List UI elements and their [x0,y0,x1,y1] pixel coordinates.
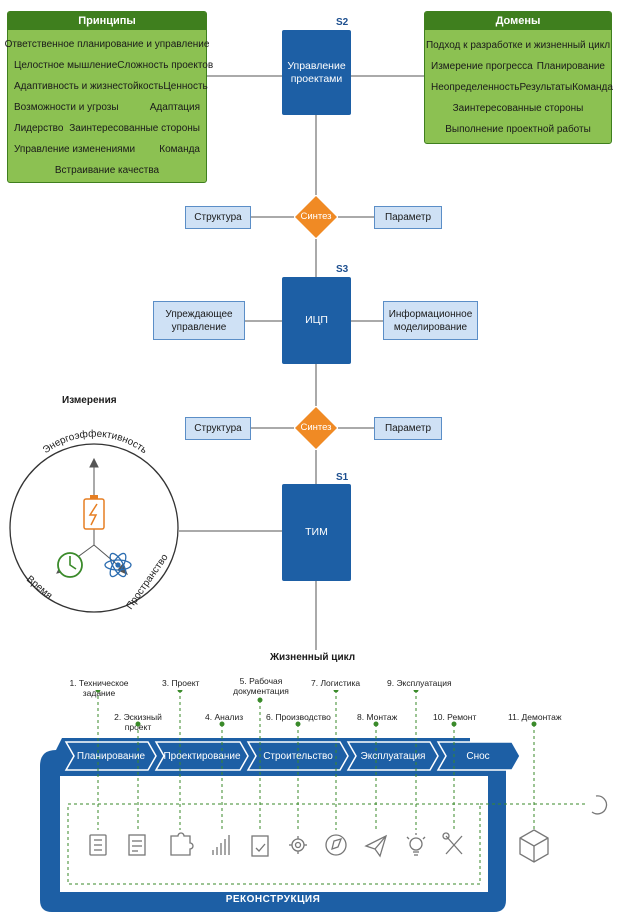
stage-label: 6. Производство [266,712,331,722]
principle-item: Целостное мышление [14,60,118,71]
domain-item: Заинтересованные стороны [452,103,584,114]
paper-plane-icon [364,834,388,858]
phase-demolition: Снос [466,750,490,762]
principle-item: Заинтересованные стороны [69,123,200,134]
domain-item: Планирование [536,61,605,72]
box-icon [519,829,549,863]
proactive-management-box: Упреждающее управление [153,301,245,340]
parameter-box: Параметр [374,206,442,229]
checklist-icon [89,834,107,856]
document-pen-icon [128,834,146,856]
parameter-box: Параметр [374,417,442,440]
compass-icon [325,834,347,856]
principle-item: Управление изменениями [14,144,136,155]
principle-item: Ответственное планирование и управление [4,39,210,50]
phase-design: Проектирование [163,750,241,762]
stage-label: 3. Проект [162,678,200,688]
principle-item: Адаптивность и жизнестойкость [14,81,164,92]
principle-item: Лидерство [14,123,64,134]
clipboard-check-icon [251,835,269,857]
synthesis-label: Синтез [300,211,332,222]
phase-arrow [154,741,249,771]
synthesis-diamond [295,407,337,449]
synthesis-diamond [295,196,337,238]
s2-tag: S2 [336,17,349,28]
phase-planning: Планирование [76,750,146,762]
domain-item: Измерение прогресса [431,61,533,72]
principles-panel: Принципы Ответственное планирование и уп… [4,11,213,183]
phase-arrow [64,741,157,771]
battery-bolt-icon [83,495,105,530]
atom-icon [104,552,132,578]
stage-label: 10. Ремонт [433,712,477,722]
domains-panel: Домены Подход к разработке и жизненный ц… [424,11,613,144]
stage-label: 8. Монтаж [357,712,398,722]
domain-item: Подход к разработке и жизненный цикл [425,40,611,51]
s1-tag: S1 [336,472,349,483]
lightbulb-icon [406,833,426,856]
phase-arrow [436,741,521,771]
principle-item: Встраивание качества [54,165,160,176]
s3-tag: S3 [336,264,349,275]
measurements-circle: Энергоэффективность Время Пространство [9,428,179,613]
puzzle-icon [170,832,194,856]
lifecycle-title: Жизненный цикл [270,652,356,663]
principle-item: Сложность проектов [117,60,214,71]
domain-item: Результаты [519,82,573,93]
principle-item: Ценность [163,81,208,92]
lifecycle-diagram [40,690,608,912]
cycle-arrow-icon [591,795,608,815]
domain-item: Команда [572,82,613,93]
stage-label: 7. Логистика [311,678,361,688]
tim-node: ТИМ [282,484,351,581]
icp-node: ИЦП [282,277,351,364]
gear-icon [289,836,307,854]
stage-label: 9. Эксплуатация [387,678,452,688]
principles-title: Принципы [8,12,206,30]
information-modeling-box: Информационное моделирование [383,301,478,340]
phase-construction: Строительство [263,750,333,762]
domain-item: Неопределенность [431,82,520,93]
structure-box: Структура [185,206,251,229]
principle-item: Команда [159,144,200,155]
reconstruction-label: РЕКОНСТРУКЦИЯ [225,894,321,905]
principle-item: Адаптация [149,102,200,113]
stage-label: 11. Демонтаж [508,712,562,722]
domain-item: Выполнение проектной работы [445,124,591,135]
structure-box: Структура [185,417,251,440]
synthesis-label: Синтез [300,422,332,433]
domains-title: Домены [425,12,611,30]
principle-item: Возможности и угрозы [14,102,119,113]
stage-label: 1. Техническое задание [69,678,129,698]
growth-bars-icon [212,835,230,855]
measurements-title: Измерения [62,395,117,406]
phase-operation: Эксплуатация [360,750,426,762]
clock-icon [57,552,83,578]
tools-icon [442,832,463,855]
stage-label: 4. Анализ [205,712,244,722]
stage-label: 5. Рабочая документация [233,676,289,696]
project-management-node: Управление проектами [282,30,351,115]
